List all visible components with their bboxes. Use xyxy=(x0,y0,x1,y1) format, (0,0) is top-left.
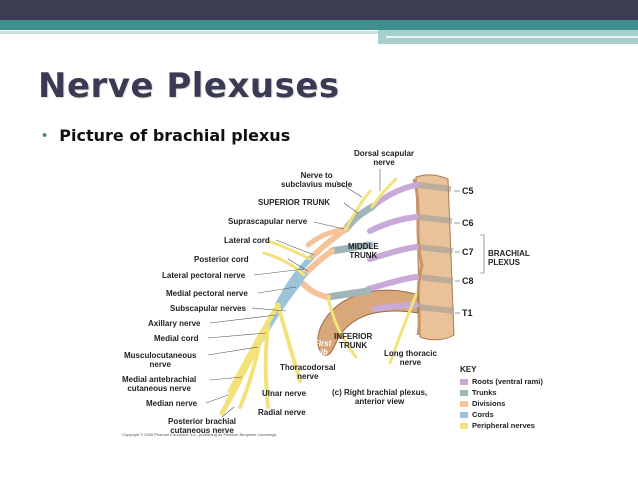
key-item-trunks: Trunks xyxy=(460,388,497,397)
label-brachial-plexus: BRACHIAL PLEXUS xyxy=(488,249,530,267)
slide-title: Nerve Plexuses xyxy=(38,66,340,106)
label-medial-pectoral-nerve: Medial pectoral nerve xyxy=(166,289,248,298)
label-c8: C8 xyxy=(462,276,474,286)
label-radial-nerve: Radial nerve xyxy=(258,408,306,417)
label-t1: T1 xyxy=(462,308,473,318)
key-swatch-trunks xyxy=(460,389,468,396)
key-swatch-divisions xyxy=(460,400,468,407)
copyright-text: Copyright © 2006 Pearson Education, Inc.… xyxy=(122,432,278,437)
brachial-plexus-illustration xyxy=(205,169,485,418)
label-subscapular-nerves: Subscapular nerves xyxy=(170,304,247,313)
brachial-plexus-figure: Dorsal scapular nerve Nerve to subclaviu… xyxy=(118,145,560,443)
label-medial-antebrachial: Medial antebrachial cutaneous nerve xyxy=(122,375,197,393)
key-title: KEY xyxy=(460,365,477,374)
label-lateral-pectoral-nerve: Lateral pectoral nerve xyxy=(162,271,246,280)
vertebral-column xyxy=(412,174,455,341)
header-bar-teal xyxy=(0,20,638,30)
label-c7: C7 xyxy=(462,247,474,257)
label-lateral-cord: Lateral cord xyxy=(224,236,270,245)
label-ulnar-nerve: Ulnar nerve xyxy=(262,389,307,398)
figure-caption: (c) Right brachial plexus, anterior view xyxy=(332,388,428,406)
label-suprascapular-nerve: Suprascapular nerve xyxy=(228,217,308,226)
header-line-left xyxy=(0,31,378,34)
label-musculocutaneous-nerve: Musculocutaneous nerve xyxy=(124,351,197,369)
label-first-rib: First rib xyxy=(314,339,332,357)
label-superior-trunk: SUPERIOR TRUNK xyxy=(258,198,331,207)
label-axillary-nerve: Axillary nerve xyxy=(148,319,201,328)
label-long-thoracic-nerve: Long thoracic nerve xyxy=(384,349,437,367)
key-item-divisions: Divisions xyxy=(460,399,505,408)
label-inferior-trunk: INFERIOR TRUNK xyxy=(334,332,373,350)
key-item-peripheral: Peripheral nerves xyxy=(460,421,535,430)
label-nerve-to-subclavius: Nerve to subclavius muscle xyxy=(281,171,353,189)
label-dorsal-scapular: Dorsal scapular nerve xyxy=(354,149,415,167)
leader-lines xyxy=(205,169,485,418)
peripheral-nerves xyxy=(219,177,418,416)
label-posterior-cord: Posterior cord xyxy=(194,255,249,264)
bullet-item: • Picture of brachial plexus xyxy=(42,126,290,145)
label-posterior-brachial: Posterior brachial cutaneous nerve xyxy=(168,417,237,435)
key-item-cords: Cords xyxy=(460,410,494,419)
header-bar-dark xyxy=(0,0,638,20)
label-c5: C5 xyxy=(462,186,474,196)
label-median-nerve: Median nerve xyxy=(146,399,198,408)
key-swatch-cords xyxy=(460,411,468,418)
bullet-dot-icon: • xyxy=(42,127,48,144)
label-c6: C6 xyxy=(462,218,474,228)
label-medial-cord: Medial cord xyxy=(154,334,199,343)
header-line-right xyxy=(386,36,638,38)
key-item-roots: Roots (ventral rami) xyxy=(460,377,543,386)
label-middle-trunk: MIDDLE TRUNK xyxy=(348,242,379,260)
key-swatch-roots xyxy=(460,378,468,385)
label-thoracodorsal-nerve: Thoracodorsal nerve xyxy=(280,363,336,381)
legend-key: KEY Roots (ventral rami) Trunks Division… xyxy=(458,365,560,435)
key-swatch-peripheral xyxy=(460,422,468,429)
bullet-text: Picture of brachial plexus xyxy=(59,126,291,145)
